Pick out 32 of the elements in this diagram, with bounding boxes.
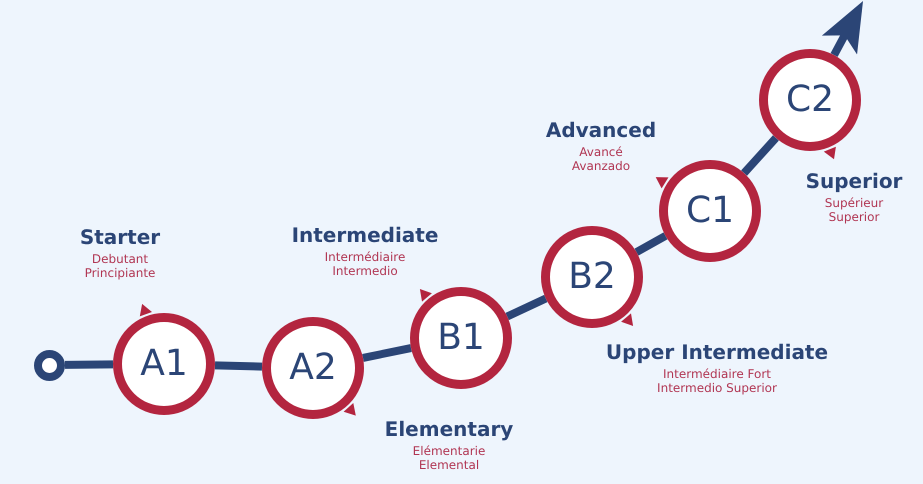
level-name: Advanced [546, 118, 656, 142]
level-circle: B2 [541, 226, 643, 328]
level-circle: A1 [113, 313, 215, 415]
translation-text: Intermedio [332, 264, 398, 278]
translation-text: Elemental [418, 458, 480, 472]
translation-text: Principiante [84, 266, 156, 280]
translation-text: Supérieur [824, 196, 884, 210]
translation-text: Debutant [92, 252, 148, 266]
connector-line [741, 135, 779, 176]
connector-line [362, 344, 412, 362]
translation-text: Elémentarie [412, 444, 486, 458]
level-circle: C2 [759, 49, 861, 151]
translation-text: Intermédiaire Fort [663, 367, 771, 381]
level-name: Elementary [384, 417, 514, 441]
arrow [822, 0, 864, 57]
level-name: Starter [80, 225, 160, 249]
level-circle: C1 [659, 160, 761, 262]
level-name: Superior [806, 169, 902, 193]
translation-text: Avanzado [572, 159, 630, 173]
connector-line [64, 360, 114, 369]
connector-line [214, 361, 262, 371]
translation-text: Intermedio Superior [657, 381, 777, 395]
translation-text: Avancé [579, 145, 623, 159]
level-name: Intermediate [292, 223, 438, 247]
level-circle: B1 [410, 287, 512, 389]
start-circle [34, 350, 65, 380]
translation-text: Intermédiaire [324, 250, 406, 264]
translation-text: Superior [828, 210, 880, 224]
connector-line [506, 294, 548, 320]
connector-line [634, 232, 668, 256]
level-circle: A2 [262, 317, 364, 419]
level-name: Upper Intermediate [606, 340, 828, 364]
